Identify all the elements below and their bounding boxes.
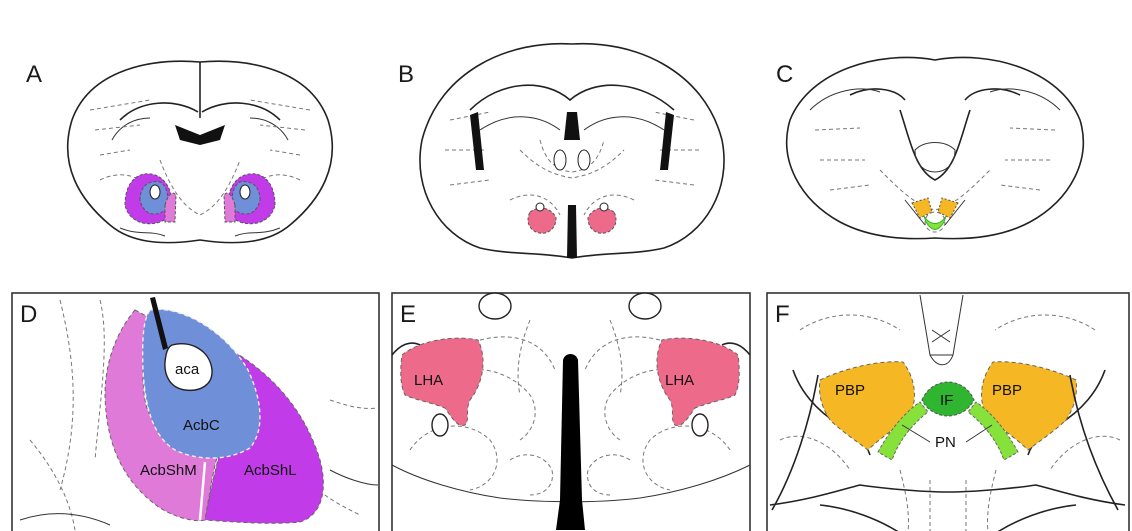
- label-pbp-right: PBP: [992, 382, 1022, 399]
- panel-b: B: [398, 44, 724, 258]
- panel-d-label: D: [20, 301, 37, 328]
- panel-c: C: [776, 58, 1083, 239]
- panel-a: A: [26, 61, 332, 243]
- panel-e-label: E: [400, 301, 416, 328]
- label-lha-right: LHA: [665, 372, 694, 389]
- label-pbp-left: PBP: [835, 382, 865, 399]
- label-pn: PN: [935, 434, 956, 451]
- label-lha-left: LHA: [414, 372, 443, 389]
- panel-a-label: A: [26, 61, 42, 88]
- panel-c-label: C: [776, 61, 793, 88]
- panel-f-label: F: [775, 301, 790, 328]
- panel-b-label: B: [398, 61, 414, 88]
- panel-a-brain-section: [68, 61, 333, 242]
- label-if: IF: [940, 392, 953, 409]
- panel-d: D aca AcbC AcbShM AcbShL: [12, 293, 379, 531]
- panel-b-brain-section: [420, 44, 724, 258]
- label-acbshm: AcbShM: [140, 462, 197, 479]
- panel-e: E LHA LHA: [392, 293, 750, 531]
- label-acbshl: AcbShL: [244, 462, 297, 479]
- panel-f: F PBP PBP IF PN: [767, 293, 1129, 531]
- label-acbc: AcbC: [183, 417, 220, 434]
- panel-c-brain-section: [787, 58, 1084, 239]
- label-aca: aca: [175, 361, 200, 378]
